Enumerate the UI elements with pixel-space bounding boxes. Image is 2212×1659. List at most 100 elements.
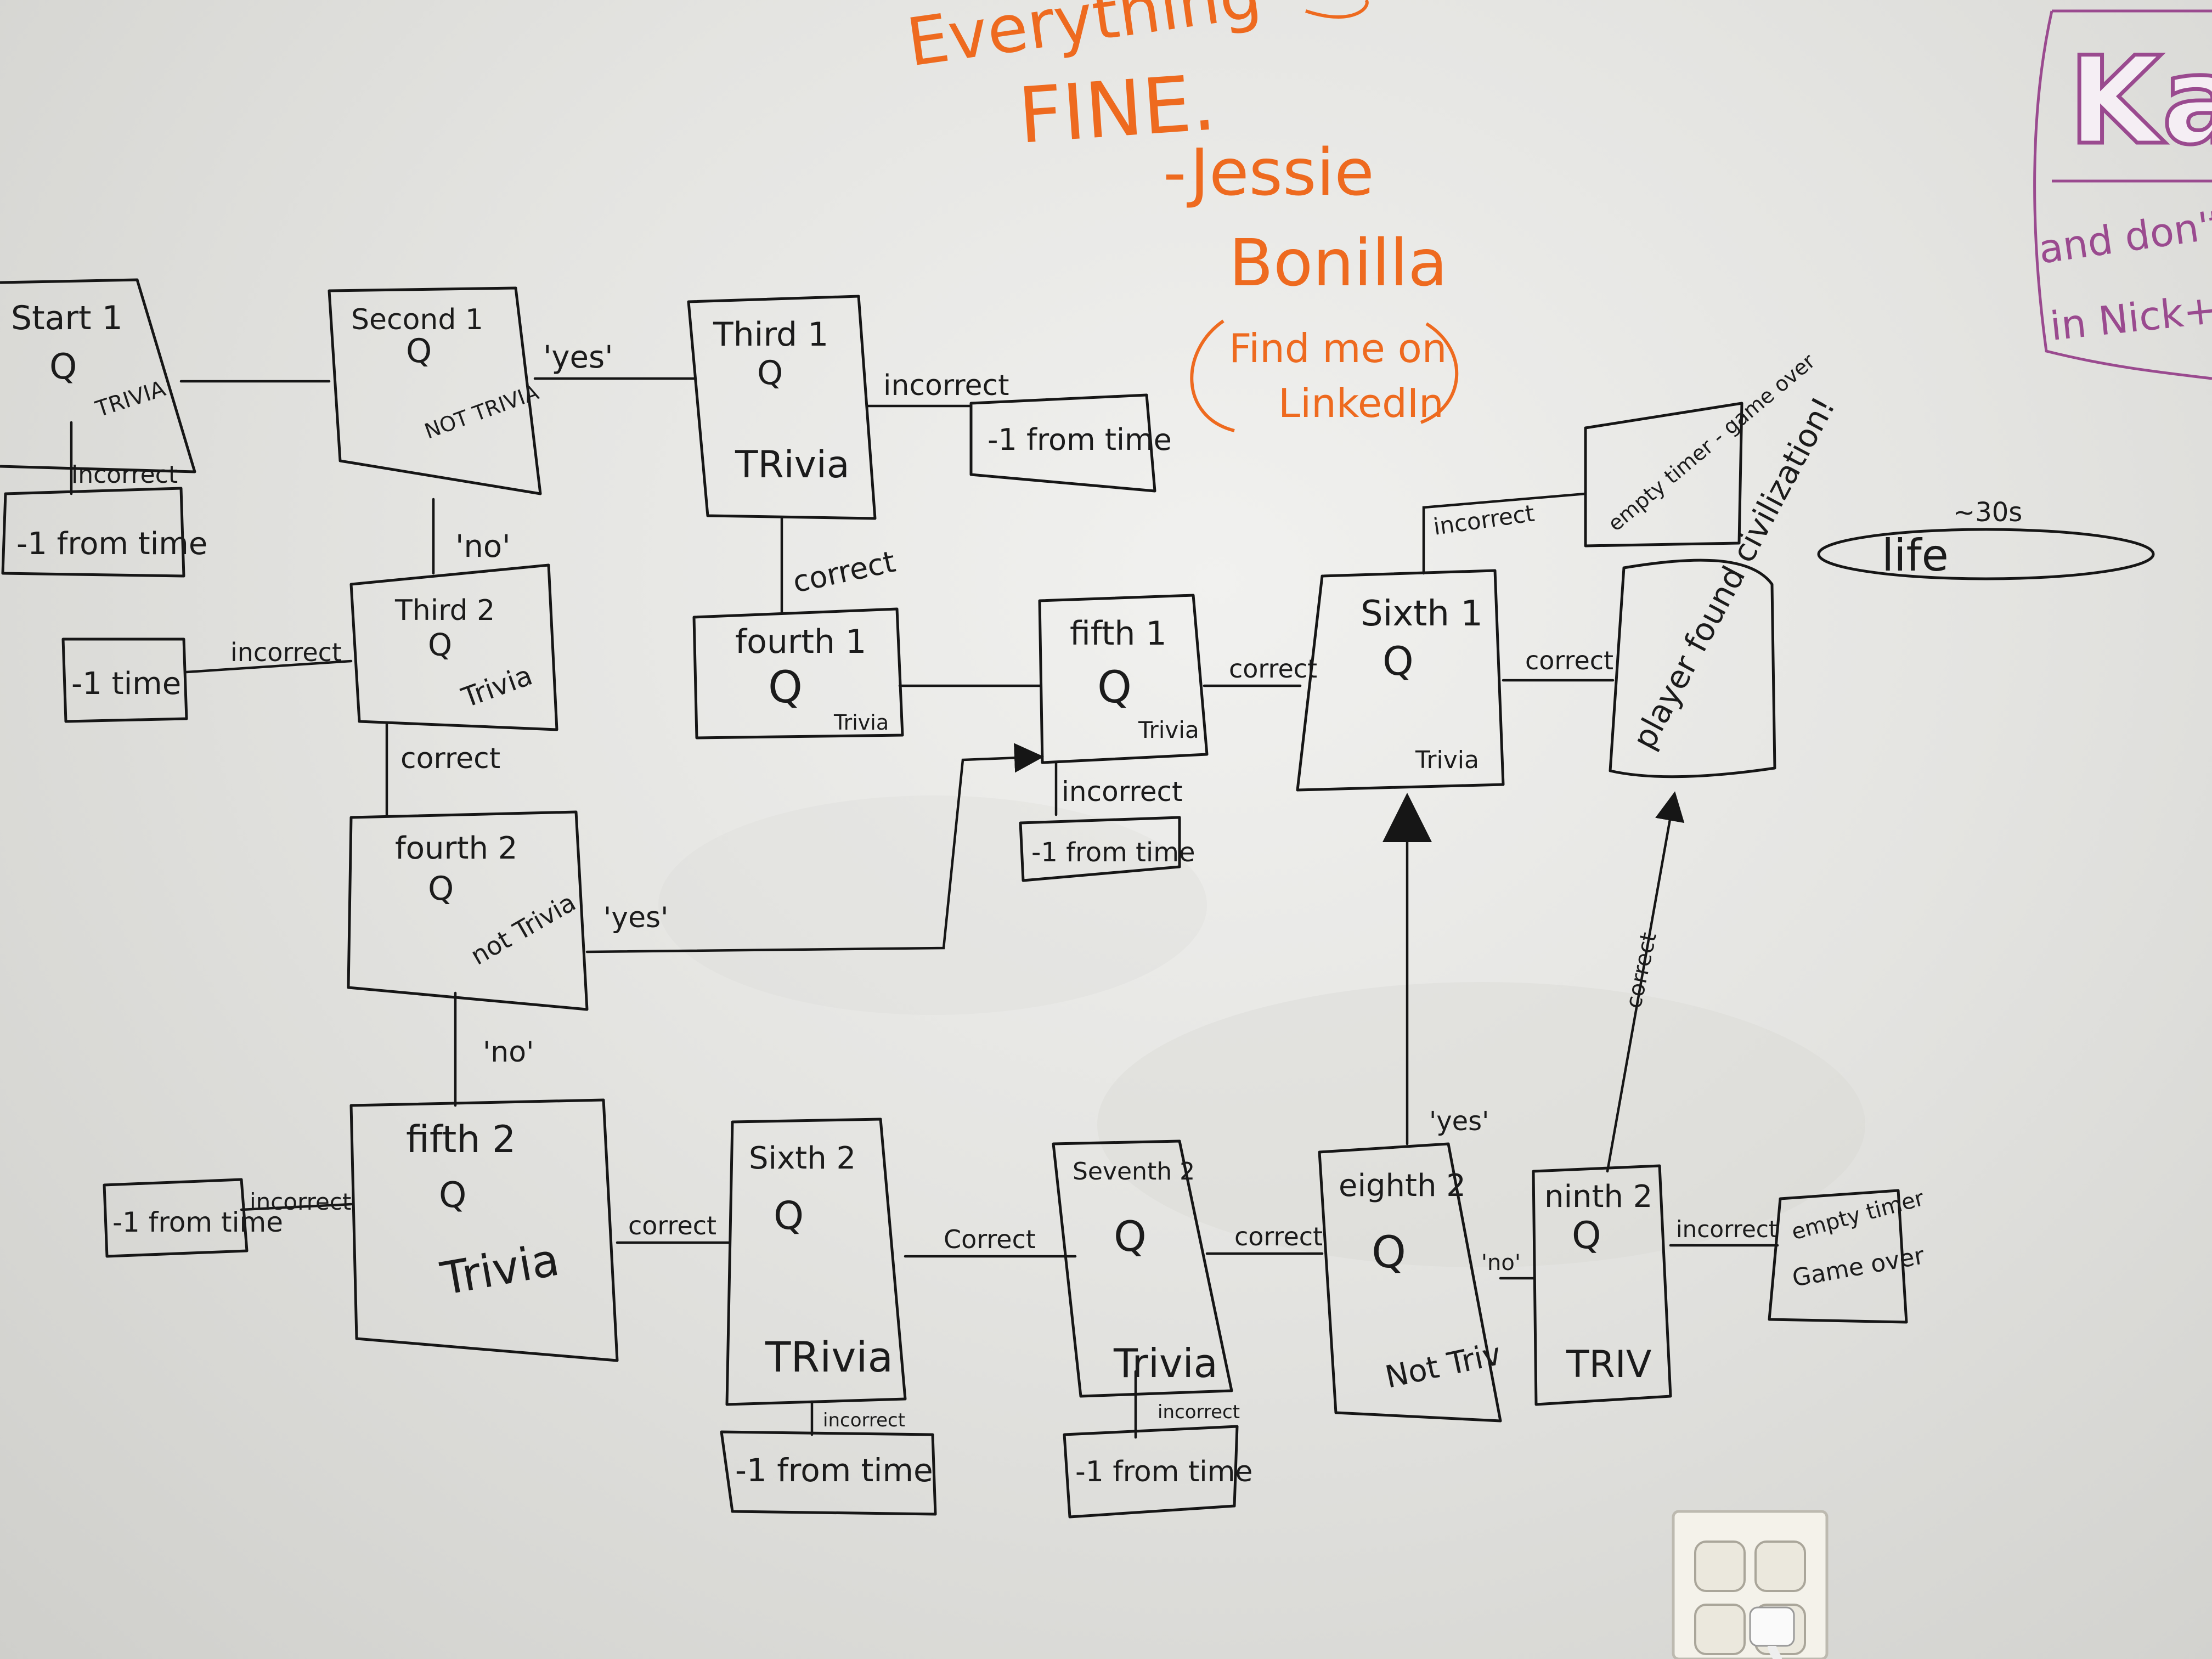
node-eighth2-kind: Not Triv — [1382, 1336, 1504, 1396]
penalty-seventh2: -1 from time — [1075, 1455, 1252, 1488]
label-third1-incorrect: incorrect — [883, 369, 1009, 402]
purple-note-frame — [2033, 9, 2212, 380]
label-second1-yes: 'yes' — [543, 340, 613, 375]
node-fifth2-q: Q — [439, 1175, 466, 1216]
node-start1-box — [0, 278, 196, 473]
edge-ninth2-found-arrow — [1606, 791, 1685, 1173]
node-ninth2-box — [1532, 1164, 1672, 1406]
node-seventh2-box — [1052, 1139, 1233, 1398]
node-fourth1-box — [692, 607, 904, 740]
label-third2-correct: correct — [400, 742, 500, 775]
node-gameover2-box — [1768, 1189, 1908, 1324]
node-sixth2-box — [725, 1118, 907, 1406]
node-second1-box — [328, 286, 542, 495]
node-seventh2-q: Q — [1114, 1212, 1147, 1261]
label-fifth1-incorrect: incorrect — [1062, 776, 1183, 808]
node-start1-kind: TRIVIA — [92, 376, 169, 422]
orange-note-line2: FINE. — [1015, 58, 1218, 161]
orange-note-line5: Find me on — [1229, 325, 1447, 371]
edge-fourth2-fifth1-arrow — [585, 743, 1044, 953]
node-sixth1-box — [1296, 569, 1505, 792]
connectors — [70, 377, 1779, 1439]
node-ninth2-kind: TRIV — [1566, 1343, 1651, 1386]
node-second1-name: Second 1 — [351, 303, 483, 336]
edge-sixth1-gameover — [1422, 492, 1587, 575]
node-gameover1-box — [1584, 402, 1743, 548]
node-third1-kind: TRivia — [735, 443, 849, 487]
node-third2-kind: Trivia — [457, 659, 537, 714]
node-third1-box — [687, 295, 877, 520]
penalty-fifth1-box — [1019, 816, 1181, 882]
node-start1-name: Start 1 — [11, 299, 123, 337]
orange-note-line6: LinkedIn — [1278, 380, 1444, 426]
node-sixth1: Sixth 1 Q Trivia — [1296, 569, 1505, 792]
node-ninth2-q: Q — [1572, 1214, 1601, 1257]
node-ninth2: ninth 2 Q TRIV — [1532, 1164, 1672, 1406]
board-smudge — [658, 795, 1207, 1015]
node-fifth1-kind: Trivia — [1138, 716, 1199, 743]
edge-fifth2-penalty — [240, 1203, 353, 1211]
penalty-third1: -1 from time — [988, 422, 1172, 457]
node-eighth2-box — [1318, 1142, 1502, 1423]
node-second1-kind: NOT TRIVIA — [421, 380, 542, 444]
node-fourth2-q: Q — [428, 870, 454, 908]
orange-right-paren — [1420, 322, 1459, 424]
node-fifth1-q: Q — [1097, 662, 1132, 713]
penalty-seventh2-box — [1063, 1425, 1239, 1519]
label-seventh2-incorrect: incorrect — [1158, 1401, 1240, 1423]
node-fourth1-kind: Trivia — [833, 710, 889, 735]
life-bar — [1817, 528, 2155, 580]
edge-eighth2-sixth1-arrowhead — [1383, 793, 1432, 842]
node-fourth2-name: fourth 2 — [395, 831, 517, 866]
label-eighth2-no: 'no' — [1481, 1250, 1521, 1276]
node-found-text: player found civilization! — [1625, 391, 1842, 755]
edge-labels: incorrect 'yes' 'no' incorrect correct i… — [71, 340, 1778, 1431]
node-sixth1-kind: Trivia — [1415, 746, 1479, 774]
penalty-sixth2-box — [720, 1430, 937, 1516]
orange-smile-mark — [1305, 0, 1369, 19]
orange-note: Everything FINE. -Jessie Bonilla Find me… — [902, 0, 1459, 432]
orange-note-line4: Bonilla — [1229, 225, 1448, 301]
outlet-socket — [1694, 1604, 1746, 1655]
penalty-boxes: -1 from time -1 from time -1 time -1 fro… — [1, 393, 1252, 1519]
node-sixth2-q: Q — [774, 1193, 804, 1238]
node-sixth1-name: Sixth 1 — [1361, 594, 1483, 634]
label-third1-correct: correct — [790, 544, 899, 600]
outlet-socket — [1694, 1541, 1746, 1592]
label-fifth1-correct: correct — [1229, 654, 1317, 684]
node-fifth1: fifth 1 Q Trivia — [1038, 594, 1209, 764]
node-eighth2-name: eighth 2 — [1339, 1168, 1466, 1204]
node-sixth2-kind: TRivia — [765, 1333, 893, 1381]
orange-note-line3: -Jessie — [1163, 134, 1374, 210]
node-third2: Third 2 Q Trivia — [349, 563, 558, 731]
label-sixth1-correct: correct — [1525, 646, 1613, 675]
node-eighth2-q: Q — [1372, 1227, 1406, 1278]
purple-note: Ka and don't in Nick+ — [2033, 9, 2212, 380]
life-label: life — [1882, 530, 1949, 581]
life-meter: life ~30s — [1817, 497, 2155, 581]
label-seventh2-correct: correct — [1234, 1222, 1323, 1251]
node-fifth1-box — [1038, 594, 1209, 764]
node-fourth2-kind: not Trivia — [466, 887, 581, 970]
penalty-start1-box — [1, 487, 185, 578]
node-fifth2-name: fifth 2 — [406, 1118, 516, 1161]
life-duration: ~30s — [1953, 497, 2022, 528]
node-fifth2-box — [349, 1098, 619, 1362]
label-ninth2-incorrect: incorrect — [1676, 1216, 1778, 1243]
node-fourth2-box — [347, 810, 589, 1011]
penalty-fifth2-box — [103, 1178, 249, 1258]
penalty-sixth2: -1 from time — [735, 1452, 933, 1489]
purple-note-line2: in Nick+ — [2048, 286, 2212, 349]
node-sixth2-name: Sixth 2 — [749, 1141, 856, 1176]
node-second1: Second 1 Q NOT TRIVIA — [328, 286, 542, 495]
label-start1-incorrect: incorrect — [71, 461, 178, 489]
node-third2-box — [349, 563, 558, 731]
node-fourth1-q: Q — [768, 662, 803, 713]
node-third1-name: Third 1 — [713, 315, 828, 354]
node-fourth1: fourth 1 Q Trivia — [692, 607, 904, 740]
purple-note-logo: Ka — [2068, 31, 2212, 171]
node-fourth2: fourth 2 Q not Trivia — [347, 810, 589, 1011]
orange-left-paren — [1190, 319, 1235, 432]
node-found-box — [1609, 558, 1776, 778]
